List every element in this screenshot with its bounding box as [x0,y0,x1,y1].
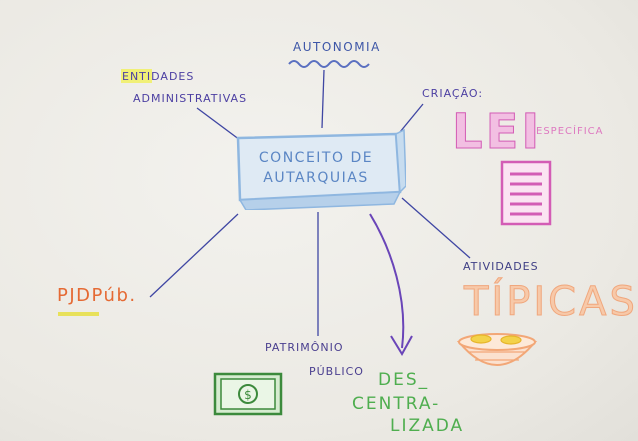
label-autonomia: AUTONOMIA [293,40,381,54]
money-bill-icon: $ [213,372,283,416]
connector-atividades [401,197,471,259]
label-tipicas: TÍPICAS [464,279,638,326]
label-lei: LEI [451,104,543,161]
label-atividades: ATIVIDADES [463,260,539,273]
label-especifica: ESPECÍFICA [536,126,604,137]
coins-bowl-icon [456,333,538,366]
center-title-line1: CONCEITO DE [258,150,374,166]
highlight-underline [58,312,99,316]
highlight-mark [121,69,152,83]
label-patrimonio: PATRIMÔNIO [265,341,344,354]
document-icon [500,160,552,226]
center-box-shape [236,128,406,210]
label-des: DES_ [378,370,430,390]
arrow-head [390,335,413,356]
connector-autonomia [321,69,325,129]
wave-underline-icon [288,60,370,68]
connector-entidades [196,107,241,141]
label-entidades: ENTIDADES [122,70,195,83]
label-lizada: LIZADA [390,416,465,436]
connector-pjdpub [149,213,239,298]
connector-criacao [399,103,424,133]
arrow-descentralizada [369,213,405,349]
label-publico: PÚBLICO [309,365,364,378]
center-concept-box: CONCEITO DE AUTARQUIAS [236,128,406,210]
label-pjdpub: PJDPúb. [57,285,137,306]
label-criacao: CRIAÇÃO: [422,87,484,100]
label-administrativas: ADMINISTRATIVAS [133,92,248,105]
label-centra: CENTRA- [352,394,441,414]
center-title-line2: AUTARQUIAS [263,170,369,186]
svg-text:$: $ [244,388,252,402]
